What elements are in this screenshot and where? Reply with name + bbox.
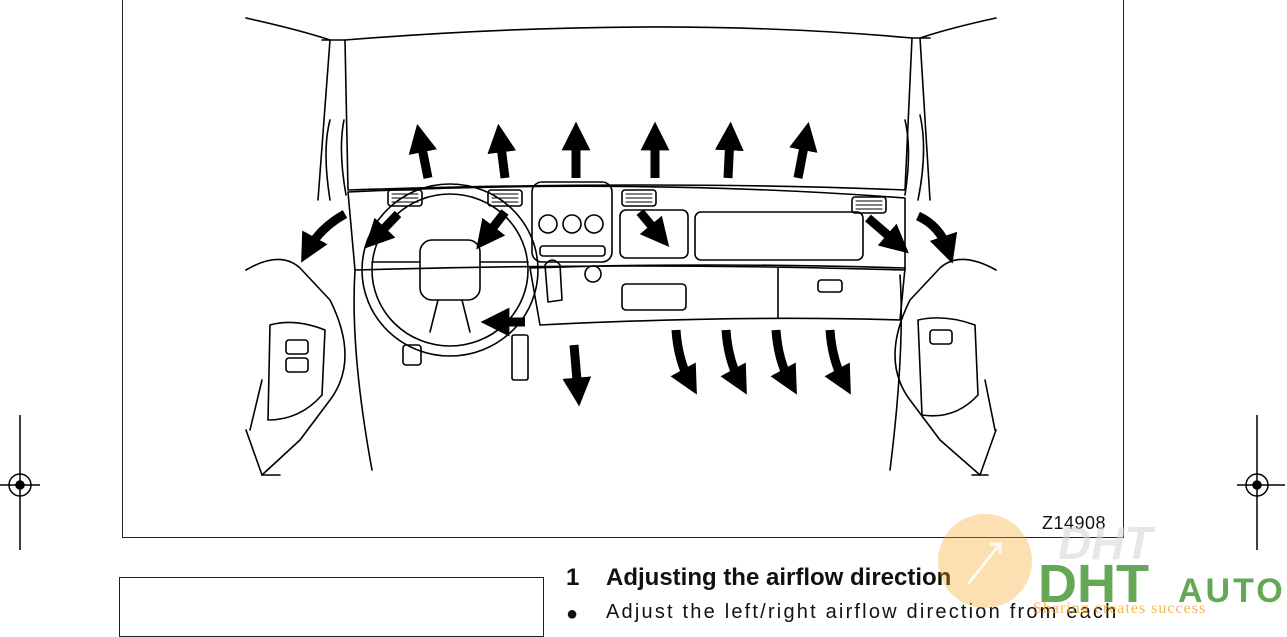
figure-frame: [122, 0, 1124, 538]
door-left: [245, 258, 346, 476]
arrow-down-5: [824, 329, 851, 395]
arrow-up-5: [714, 121, 744, 179]
figure-code: Z14908: [1042, 513, 1107, 533]
arrow-up-6: [789, 121, 818, 179]
arrow-down-3: [720, 329, 747, 395]
section-title: Adjusting the airflow direction: [606, 564, 952, 591]
arrow-up-2: [487, 123, 517, 179]
note-box: [119, 577, 544, 637]
registration-mark-left: [0, 415, 40, 550]
vent-center-right: [621, 189, 657, 207]
arrow-left-vent-1: [365, 210, 402, 249]
arrow-down-4: [770, 329, 797, 395]
center-console: [531, 181, 613, 263]
cab-airflow-illustration: [245, 17, 997, 476]
steering-wheel: [361, 183, 539, 357]
arrow-left-vent-2: [476, 209, 509, 250]
arrow-up-1: [408, 123, 437, 179]
vent-left-outer: [387, 189, 423, 207]
arrow-right-door: [915, 211, 958, 264]
arrow-left-door: [301, 210, 348, 263]
vent-left-inner: [487, 189, 523, 207]
vent-right-outer: [851, 196, 887, 214]
section-number: 1: [566, 564, 580, 591]
arrow-down-1: [562, 344, 592, 407]
arrow-center-vent: [636, 209, 670, 248]
lower-dash: [529, 264, 906, 326]
arrow-right-vent: [865, 214, 909, 254]
body-text: Adjust the left/right airflow direction …: [606, 601, 1119, 623]
door-right: [894, 258, 997, 476]
arrow-down-2: [670, 329, 697, 395]
registration-mark-right: [1237, 415, 1285, 550]
